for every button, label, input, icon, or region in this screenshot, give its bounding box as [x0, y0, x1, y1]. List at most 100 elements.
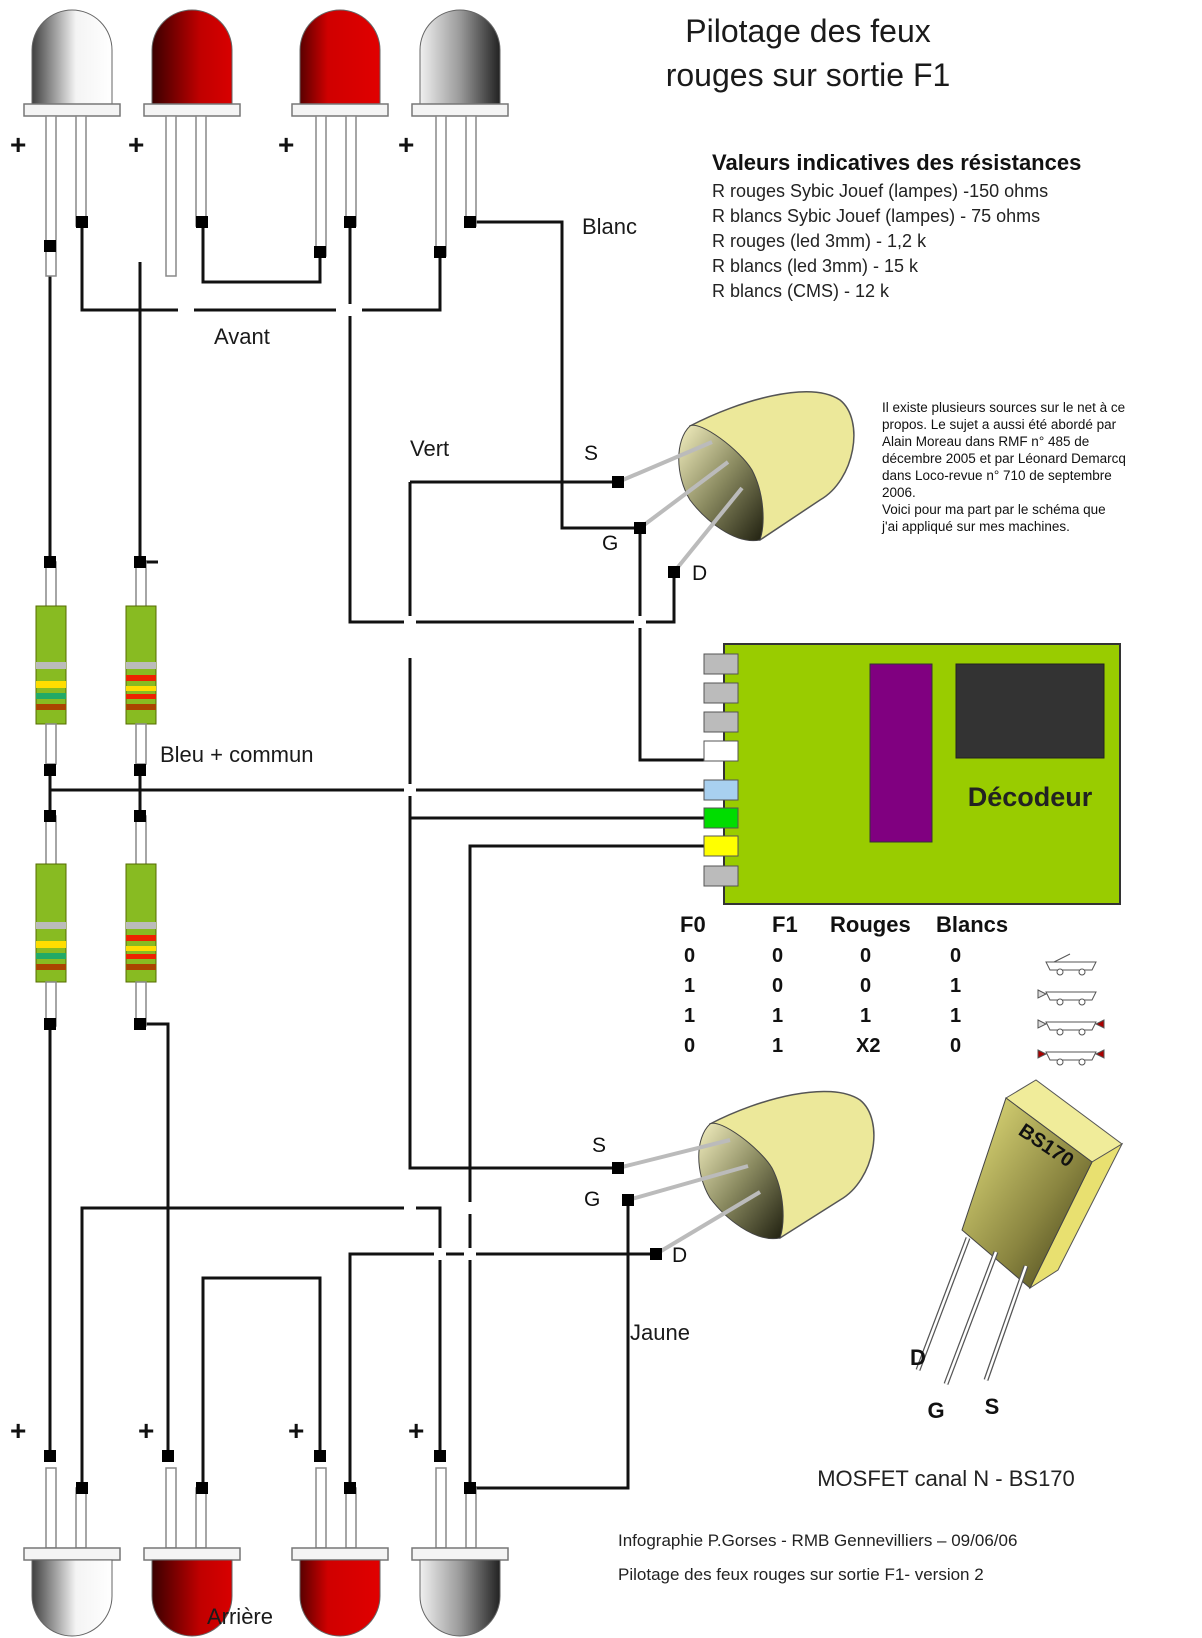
wire-drain-bottom: [348, 1252, 656, 1488]
note-line: décembre 2005 et par Léonard Demarcq: [882, 451, 1126, 466]
decoder-pin-yellow: [703, 835, 739, 857]
resistor-top-right: [125, 561, 157, 765]
wire-arriere-blancs: [80, 1206, 442, 1488]
wire-left2-bottom: [140, 1022, 170, 1456]
resistance-line: R rouges (led 3mm) - 1,2 k: [712, 231, 927, 251]
resistance-values: Valeurs indicatives des résistances R ro…: [712, 150, 1081, 301]
plus-sign: +: [10, 1415, 26, 1446]
bs170-pin-g: G: [927, 1398, 944, 1423]
table-cell: 1: [684, 975, 695, 997]
note-line: Voici pour ma part par le schéma que: [882, 502, 1106, 517]
resistance-line: R blancs (led 3mm) - 15 k: [712, 256, 919, 276]
transistor-bottom: [617, 1090, 875, 1256]
plus-sign: +: [278, 129, 294, 160]
wire-label-blanc: Blanc: [582, 214, 637, 239]
led-top-red-2: [291, 9, 389, 257]
decoder-pin: [703, 711, 739, 733]
wires: [48, 220, 724, 1490]
led-top-red-1: [143, 9, 241, 277]
resistor-bottom-left: [35, 815, 67, 1027]
bs170-pin-d: D: [910, 1345, 926, 1370]
wagon-icon: [1037, 989, 1097, 1006]
pin-label-s: S: [592, 1134, 606, 1157]
transistor-top: [617, 391, 855, 574]
note-line: Alain Moreau dans RMF n° 485 de: [882, 434, 1089, 449]
table-header: F0: [680, 912, 706, 937]
wire-arriere-rouges: [201, 1276, 322, 1488]
resistance-line: R rouges Sybic Jouef (lampes) -150 ohms: [712, 181, 1048, 201]
decoder-pin: [703, 682, 739, 704]
pin-label-g: G: [584, 1188, 600, 1211]
plus-sign: +: [10, 129, 26, 160]
credit-line-1: Infographie P.Gorses - RMB Gennevilliers…: [618, 1531, 1017, 1550]
table-cell: 0: [772, 975, 783, 997]
decoder-pin-green: [703, 807, 739, 829]
decoder-pin-white: [703, 740, 739, 762]
note-line: Il existe plusieurs sources sur le net à…: [882, 400, 1125, 415]
decoder-pin: [703, 653, 739, 675]
table-cell: 0: [860, 945, 871, 967]
table-cell: 1: [684, 1005, 695, 1027]
decoder-chip-dark: [955, 663, 1105, 759]
led-bottom-grey: [411, 1467, 509, 1637]
resistance-heading: Valeurs indicatives des résistances: [712, 150, 1081, 175]
table-cell: 0: [860, 975, 871, 997]
table-cell: 1: [772, 1005, 783, 1027]
wagon-icon: [1037, 1019, 1105, 1036]
wire-label-bleu-commun: Bleu + commun: [160, 742, 313, 767]
wire-crossings: [178, 304, 646, 1260]
table-cell: 1: [950, 1005, 961, 1027]
wire-label-avant: Avant: [214, 324, 270, 349]
junction-nodes: [44, 216, 680, 1494]
wire-label-jaune: Jaune: [630, 1320, 690, 1345]
decoder-board: Décodeur: [703, 643, 1121, 905]
wagon-icon: [1045, 953, 1097, 976]
wire-blanc: [470, 220, 634, 530]
wire-avant-rouges: [201, 222, 322, 284]
wire-gate-top: [638, 528, 724, 762]
pin-label-s: S: [584, 442, 598, 465]
wire-left2-top: [138, 262, 158, 564]
truth-table: F0 F1 Rouges Blancs 0 0 0 0 1 0 0 1 1 1 …: [680, 912, 1008, 1057]
note-line: propos. Le sujet a aussi été abordé par: [882, 417, 1117, 432]
table-header: Blancs: [936, 912, 1008, 937]
title-line-1: Pilotage des feux: [685, 13, 931, 49]
plus-sign: +: [408, 1415, 424, 1446]
table-cell: 1: [860, 1005, 871, 1027]
led-bottom-red-1: [143, 1467, 241, 1637]
led-bottom-white: [23, 1467, 121, 1637]
led-top-white: [23, 9, 121, 277]
bs170-pin-s: S: [985, 1394, 1000, 1419]
decoder-pin-blue: [703, 779, 739, 801]
table-header: F1: [772, 912, 798, 937]
led-bottom-red-2: [291, 1467, 389, 1637]
resistance-line: R blancs (CMS) - 12 k: [712, 281, 890, 301]
table-cell: 1: [950, 975, 961, 997]
wire-vert-bus: [408, 482, 618, 1170]
table-cell: 0: [684, 1035, 695, 1057]
pin-label-g: G: [602, 532, 618, 555]
wire-drain-top: [348, 222, 676, 624]
wagon-icon: [1037, 1049, 1105, 1066]
table-cell: X2: [856, 1035, 880, 1057]
credit-line-2: Pilotage des feux rouges sur sortie F1- …: [618, 1565, 984, 1584]
plus-sign: +: [128, 129, 144, 160]
plus-sign: +: [138, 1415, 154, 1446]
led-top-grey: [411, 9, 509, 257]
wire-label-arriere: Arrière: [207, 1604, 273, 1629]
table-cell: 0: [950, 1035, 961, 1057]
table-cell: 1: [772, 1035, 783, 1057]
table-header: Rouges: [830, 912, 911, 937]
pin-label-d: D: [692, 562, 707, 585]
plus-sign: +: [288, 1415, 304, 1446]
mosfet-caption: MOSFET canal N - BS170: [817, 1466, 1075, 1491]
resistor-top-left: [35, 561, 67, 765]
note-line: dans Loco-revue n° 710 de septembre: [882, 468, 1112, 483]
table-cell: 0: [950, 945, 961, 967]
wire-avant-blancs: [80, 222, 442, 312]
table-cell: 0: [772, 945, 783, 967]
note-line: j'ai appliqué sur mes machines.: [881, 519, 1070, 534]
resistor-bottom-right: [125, 815, 157, 1027]
pin-label-d: D: [672, 1244, 687, 1267]
